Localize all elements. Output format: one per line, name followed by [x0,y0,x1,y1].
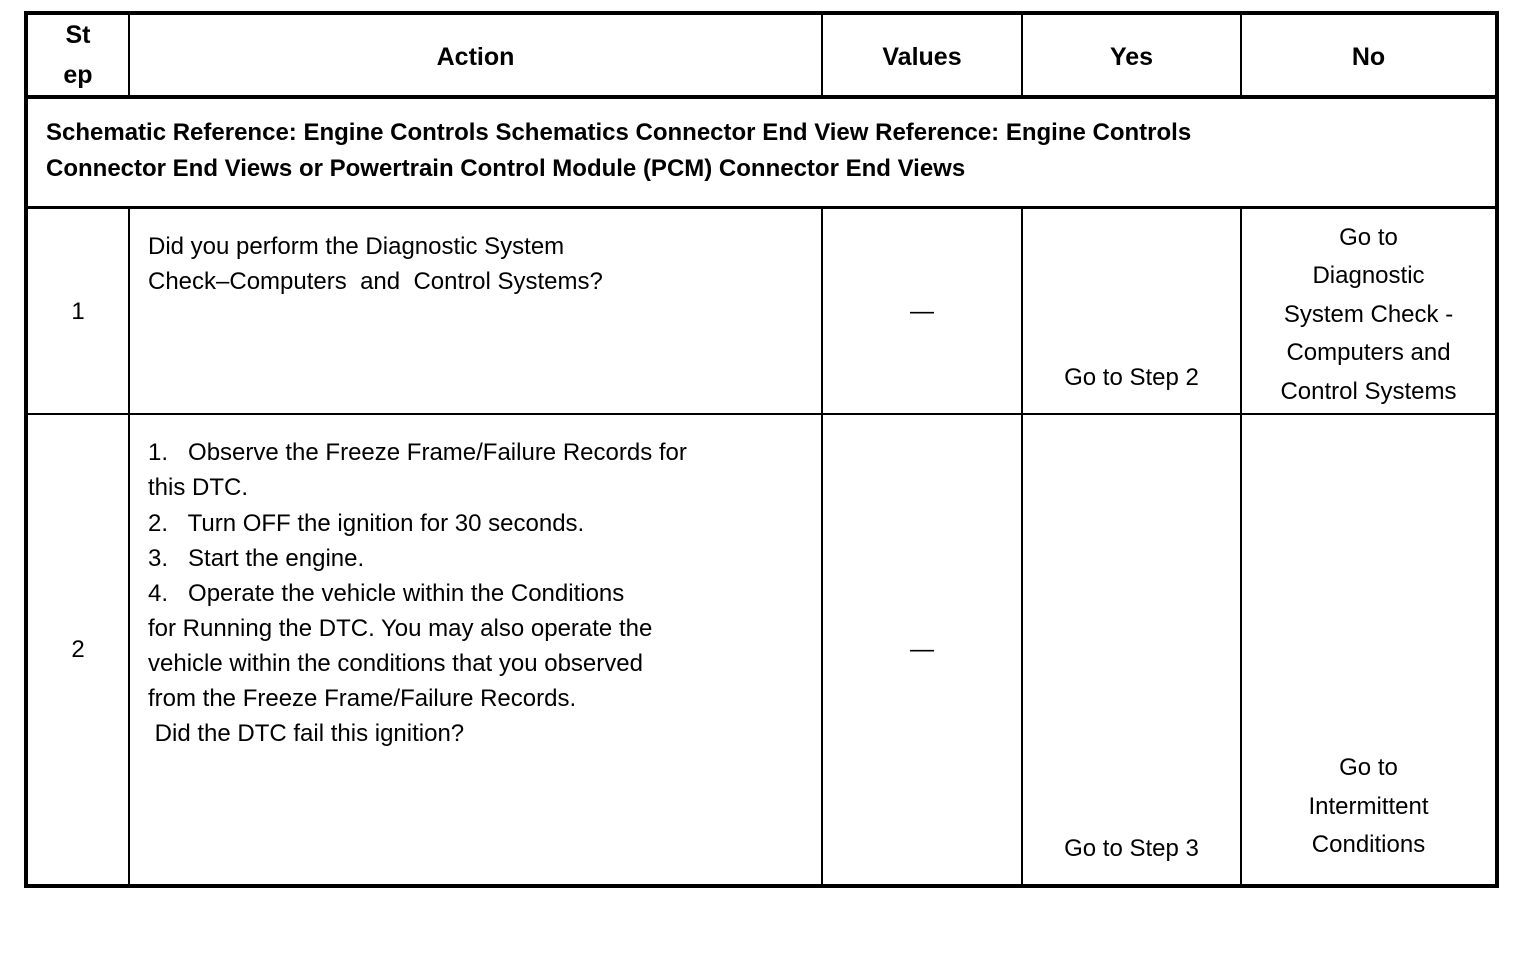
diagnostic-procedure-table: St ep Action Values Yes No Schematic Ref… [24,11,1499,889]
action-list-item-3: 3. Start the engine. [148,544,365,572]
column-header-values: Values [821,12,1023,99]
action-line: Did you perform the Diagnostic System [148,232,565,260]
table-row-step-1: 1 Did you perform the Diagnostic System … [25,206,1498,416]
column-header-action: Action [128,12,823,99]
action-list-item-4-cont-2: vehicle within the conditions that you o… [148,649,643,677]
action-list-item-4-cont-1: for Running the DTC. You may also operat… [148,614,653,642]
no-line: Go to [1339,223,1398,251]
step-header-line-2: ep [63,61,93,89]
action-question-line: Did the DTC fail this ignition? [148,719,465,747]
action-cell-step-2: 1. Observe the Freeze Frame/Failure Reco… [128,413,823,888]
table-header-row: St ep Action Values Yes No [25,12,1498,99]
no-line: Go to [1339,754,1398,782]
yes-cell-step-1: Go to Step 2 [1021,206,1242,416]
schematic-reference-cell: Schematic Reference: Engine Controls Sch… [25,94,1498,209]
action-list-item-4-cont-3: from the Freeze Frame/Failure Records. [148,684,577,712]
action-list-item-1: 1. Observe the Freeze Frame/Failure Reco… [148,439,687,467]
no-line: Intermittent [1308,792,1429,820]
no-line: Conditions [1311,831,1426,859]
yes-cell-step-2: Go to Step 3 [1021,413,1242,888]
column-header-step: St ep [25,12,130,99]
schematic-reference-row: Schematic Reference: Engine Controls Sch… [25,94,1498,209]
column-header-yes: Yes [1021,12,1242,99]
schematic-reference-line-2: Connector End Views or Powertrain Contro… [46,155,966,183]
action-list-item-1-cont: this DTC. [148,474,249,502]
no-cell-step-2: Go to Intermittent Conditions [1240,413,1498,888]
column-header-no: No [1240,12,1498,99]
values-cell-step-2: — [821,413,1023,888]
action-list-item-2: 2. Turn OFF the ignition for 30 seconds. [148,509,585,537]
step-header-line-1: St [65,21,91,49]
no-cell-step-1: Go to Diagnostic System Check - Computer… [1240,206,1498,416]
step-number-2: 2 [25,413,130,888]
action-cell-step-1: Did you perform the Diagnostic System Ch… [128,206,823,416]
no-line: Diagnostic [1312,262,1425,290]
values-cell-step-1: — [821,206,1023,416]
no-line: Control Systems [1280,377,1457,405]
no-line: Computers and [1286,339,1451,367]
action-list-item-4: 4. Operate the vehicle within the Condit… [148,579,625,607]
action-line: Check–Computers and Control Systems? [148,267,603,295]
table-row-step-2: 2 1. Observe the Freeze Frame/Failure Re… [25,413,1498,888]
no-line: System Check - [1283,300,1454,328]
step-number-1: 1 [25,206,130,416]
schematic-reference-line-1: Schematic Reference: Engine Controls Sch… [46,119,1192,146]
